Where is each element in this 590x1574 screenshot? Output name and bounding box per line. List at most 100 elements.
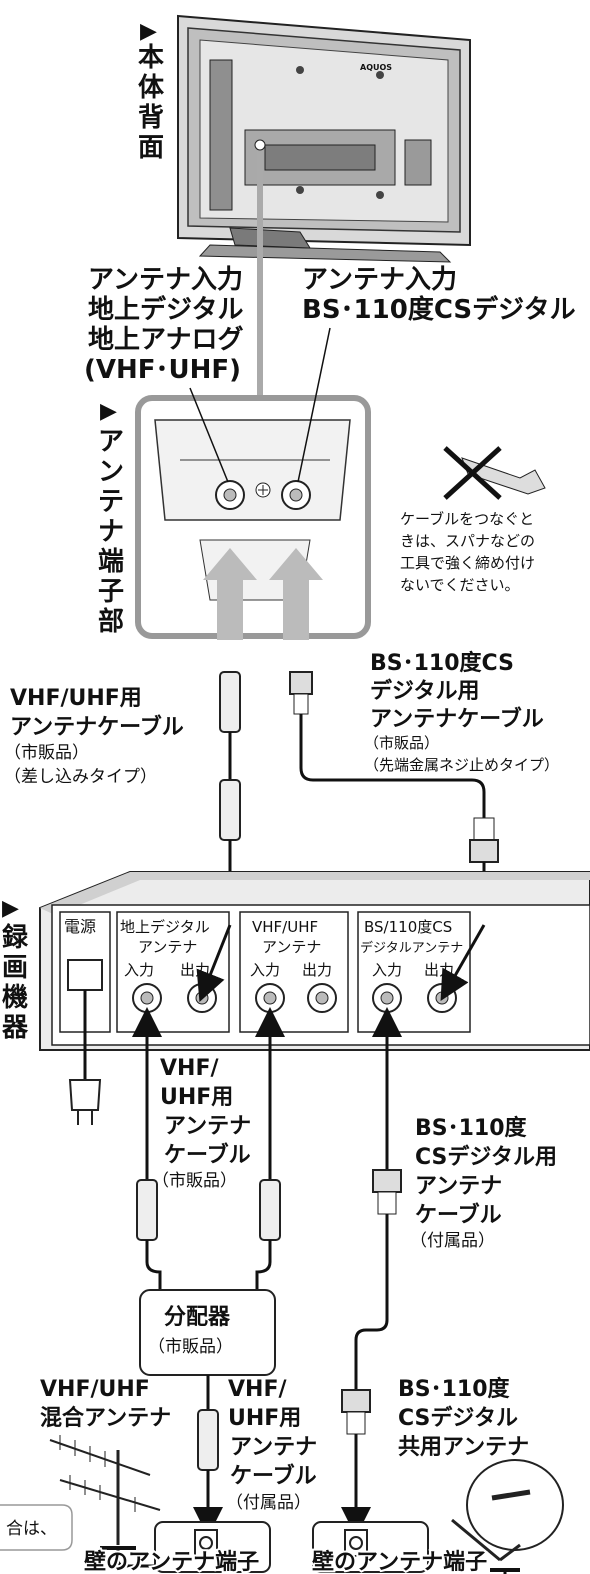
svg-text:ケーブル: ケーブル — [415, 1202, 502, 1228]
bs-mid-cable — [354, 1007, 402, 1390]
antenna-terminal-side-label: ▶ ア ン テ ナ 端 子 部 — [98, 399, 124, 637]
svg-text:（市販品）: （市販品） — [364, 734, 439, 752]
svg-text:ン: ン — [98, 457, 124, 487]
svg-text:画: 画 — [2, 953, 28, 983]
svg-text:端: 端 — [98, 547, 124, 577]
svg-text:アンテナ: アンテナ — [164, 1114, 251, 1139]
svg-text:ケーブル: ケーブル — [230, 1463, 317, 1489]
svg-text:入力: 入力 — [372, 961, 402, 979]
svg-text:ナ: ナ — [98, 517, 124, 547]
svg-text:BS･110度CS: BS･110度CS — [370, 650, 514, 676]
svg-text:ないでください。: ないでください。 — [400, 576, 520, 594]
svg-text:出力: 出力 — [302, 961, 332, 979]
svg-text:共用アンテナ: 共用アンテナ — [398, 1435, 529, 1460]
svg-text:（差し込みタイプ）: （差し込みタイプ） — [4, 767, 157, 787]
svg-text:VHF/: VHF/ — [228, 1377, 287, 1402]
bs-antenna-ports: BS/110度CS デジタルアンテナ 入力 出力 — [357, 911, 471, 1033]
svg-text:UHF用: UHF用 — [160, 1085, 233, 1110]
svg-text:アンテナ: アンテナ — [138, 938, 197, 956]
svg-text:工具で強く締め付け: 工具で強く締め付け — [400, 554, 535, 572]
svg-text:デジタル用: デジタル用 — [370, 678, 480, 704]
svg-text:VHF/: VHF/ — [160, 1056, 219, 1081]
svg-text:（市販品）: （市販品） — [148, 1337, 233, 1357]
wall-terminal-right-label: 壁のアンテナ端子 — [312, 1549, 487, 1574]
svg-text:合は、: 合は、 — [6, 1519, 57, 1539]
svg-text:入力: 入力 — [250, 961, 280, 979]
bs-bottom-cable — [341, 1389, 371, 1537]
svg-text:デジタルアンテナ: デジタルアンテナ — [360, 940, 463, 956]
svg-text:CSデジタル用: CSデジタル用 — [415, 1144, 557, 1170]
svg-text:地上デジタル: 地上デジタル — [88, 294, 243, 325]
antenna-terminal-panel — [135, 395, 371, 639]
svg-text:地上アナログ: 地上アナログ — [88, 325, 243, 355]
bs-antenna-label: BS･110度 CSデジタル 共用アンテナ — [398, 1376, 529, 1460]
bs-top-cable-label: BS･110度CS デジタル用 アンテナケーブル （市販品） （先端金属ネジ止め… — [364, 650, 559, 774]
svg-text:出力: 出力 — [180, 961, 210, 979]
arrow-marker: ▶ — [140, 19, 157, 44]
power-section: 電源 — [59, 911, 111, 1125]
vhf-bottom-cable — [193, 1409, 223, 1537]
bs-mid-cable-label: BS･110度 CSデジタル用 アンテナ ケーブル （付属品） — [410, 1115, 557, 1251]
wall-terminal-left-label: 壁のアンテナ端子 — [84, 1549, 259, 1574]
insert-arrows — [203, 548, 323, 640]
svg-text:テ: テ — [98, 487, 124, 517]
svg-text:出力: 出力 — [424, 961, 454, 979]
right-input-label: アンテナ入力 BS･110度CSデジタル — [302, 265, 576, 325]
tv-brand: AQUOS — [360, 63, 392, 72]
vhf-antenna-icon — [49, 1435, 161, 1568]
recorder-side-label: ▶ 録 画 機 器 — [1, 896, 29, 1043]
left-input-label: アンテナ入力 地上デジタル 地上アナログ (VHF･UHF) — [84, 265, 243, 385]
warning-note: ケーブルをつなぐと きは、スパナなどの 工具で強く締め付け ないでください。 — [400, 510, 535, 594]
svg-text:VHF/UHF: VHF/UHF — [252, 918, 318, 936]
svg-text:混合アンテナ: 混合アンテナ — [40, 1405, 171, 1431]
vhf-top-cable — [219, 671, 241, 925]
svg-text:アンテナケーブル: アンテナケーブル — [10, 714, 184, 740]
side-note: 合は、 — [0, 1504, 73, 1551]
splitter: 分配器 （市販品） — [139, 1289, 276, 1410]
vhf-bottom-cable-label: VHF/ UHF用 アンテナ ケーブル （付属品） — [226, 1377, 317, 1513]
svg-text:部: 部 — [98, 607, 124, 637]
svg-text:VHF/UHF: VHF/UHF — [40, 1377, 150, 1402]
svg-text:（先端金属ネジ止めタイプ）: （先端金属ネジ止めタイプ） — [364, 756, 559, 774]
vhf-mid-cable-label: VHF/ UHF用 アンテナ ケーブル （市販品） — [152, 1056, 251, 1191]
svg-text:（付属品）: （付属品） — [410, 1231, 495, 1251]
svg-text:機: 機 — [2, 983, 28, 1013]
svg-text:録: 録 — [2, 922, 29, 953]
svg-text:ケーブルをつなぐと: ケーブルをつなぐと — [400, 510, 534, 528]
svg-text:アンテナケーブル: アンテナケーブル — [370, 706, 544, 732]
satellite-dish-icon — [451, 1459, 564, 1574]
svg-text:BS･110度: BS･110度 — [398, 1376, 511, 1402]
svg-text:VHF/UHF用: VHF/UHF用 — [10, 686, 142, 711]
wall-terminal-left — [154, 1521, 271, 1573]
vhf-antenna-ports: VHF/UHF アンテナ 入力 出力 — [239, 911, 349, 1033]
svg-text:BS･110度CSデジタル: BS･110度CSデジタル — [302, 294, 576, 325]
wall-terminal-right — [312, 1521, 429, 1573]
svg-text:子: 子 — [98, 577, 124, 607]
svg-text:CSデジタル: CSデジタル — [398, 1405, 518, 1431]
svg-text:きは、スパナなどの: きは、スパナなどの — [400, 532, 535, 550]
svg-text:アンテナ入力: アンテナ入力 — [302, 265, 457, 295]
svg-text:入力: 入力 — [124, 961, 154, 979]
svg-text:ケーブル: ケーブル — [164, 1142, 251, 1168]
tv-rear-illustration: AQUOS — [177, 14, 471, 263]
svg-text:（付属品）: （付属品） — [226, 1493, 311, 1513]
side-label-char: 面 — [138, 133, 164, 163]
svg-text:(VHF･UHF): (VHF･UHF) — [84, 355, 241, 385]
vhf-top-cable-label: VHF/UHF用 アンテナケーブル （市販品） （差し込みタイプ） — [4, 686, 184, 787]
svg-text:器: 器 — [1, 1013, 29, 1043]
side-label-char: 本 — [138, 43, 164, 73]
svg-text:（市販品）: （市販品） — [4, 743, 89, 763]
svg-text:アンテナ: アンテナ — [230, 1435, 317, 1460]
svg-text:アンテナ入力: アンテナ入力 — [88, 265, 243, 295]
power-label: 電源 — [64, 917, 96, 936]
svg-text:（市販品）: （市販品） — [152, 1171, 237, 1191]
svg-text:分配器: 分配器 — [164, 1305, 231, 1330]
svg-text:ア: ア — [98, 427, 124, 457]
svg-text:アンテナ: アンテナ — [262, 938, 321, 956]
svg-text:▶: ▶ — [2, 896, 19, 921]
vhf-antenna-label: VHF/UHF 混合アンテナ — [40, 1377, 171, 1431]
svg-text:UHF用: UHF用 — [228, 1406, 301, 1431]
tv-side-label: ▶ 本 体 背 面 — [138, 19, 165, 163]
side-label-char: 体 — [138, 73, 165, 103]
